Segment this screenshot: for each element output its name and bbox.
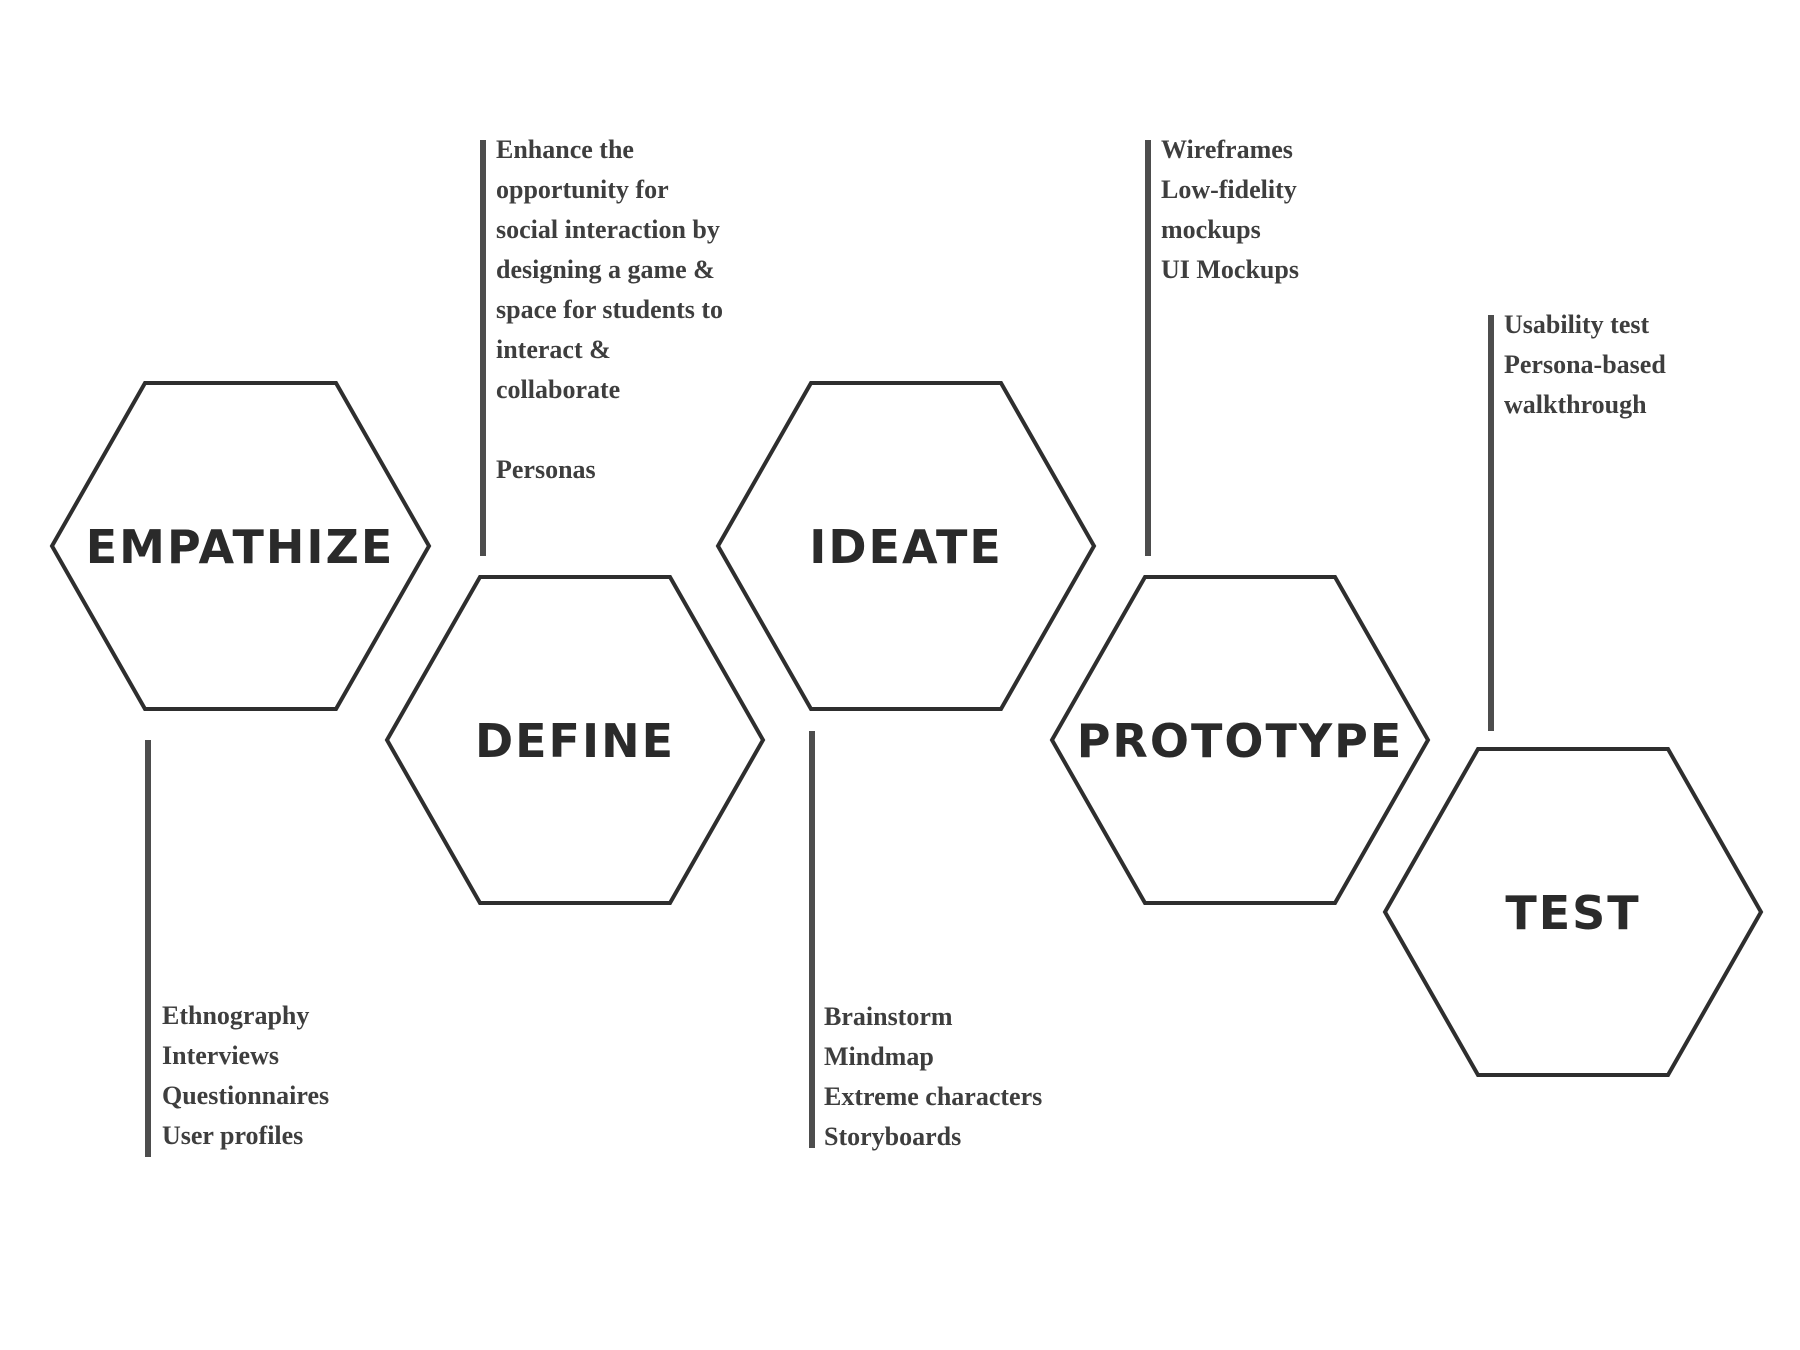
stage-define-notes: Enhance the opportunity for social inter…: [496, 135, 727, 484]
stage-define: DEFINE Enhance the opportunity for socia…: [384, 135, 766, 905]
stage-ideate-notes: Brainstorm Mindmap Extreme characters St…: [824, 1002, 1046, 1151]
note-line: Extreme characters: [824, 1082, 1042, 1111]
note-line: Interviews: [162, 1041, 279, 1070]
note-line: Questionnaires: [162, 1081, 329, 1110]
note-line: Enhance the: [496, 135, 634, 164]
stage-prototype-label: PROTOTYPE: [1077, 714, 1404, 768]
stage-ideate-label: IDEATE: [809, 520, 1003, 574]
stage-test: TEST Usability test Persona-based walkth…: [1382, 310, 1764, 1077]
note-line: space for students to: [496, 295, 723, 324]
note-line: Mindmap: [824, 1042, 934, 1071]
stage-define-hexagon: [384, 575, 766, 905]
stage-prototype-hexagon: [1049, 575, 1431, 905]
stage-prototype: PROTOTYPE Wireframes Low-fidelity mockup…: [1049, 135, 1431, 905]
note-line: Low-fidelity: [1161, 175, 1297, 204]
note-line: Usability test: [1504, 310, 1650, 339]
stage-test-label: TEST: [1505, 886, 1640, 940]
stage-test-notes: Usability test Persona-based walkthrough: [1504, 310, 1670, 419]
note-line: Wireframes: [1161, 135, 1293, 164]
stage-prototype-notes: Wireframes Low-fidelity mockups UI Mocku…: [1161, 135, 1301, 284]
note-line: designing a game &: [496, 255, 715, 284]
stage-ideate-hexagon: [715, 381, 1097, 711]
note-line: UI Mockups: [1161, 255, 1299, 284]
note-line: interact &: [496, 335, 611, 364]
note-line: Personas: [496, 455, 596, 484]
stage-empathize-notes: Ethnography Interviews Questionnaires Us…: [162, 1001, 333, 1150]
note-line: walkthrough: [1504, 390, 1647, 419]
stage-empathize-label: EMPATHIZE: [86, 520, 395, 574]
stage-define-label: DEFINE: [475, 714, 675, 768]
note-line: social interaction by: [496, 215, 720, 244]
note-line: Brainstorm: [824, 1002, 953, 1031]
stage-test-hexagon: [1382, 747, 1764, 1077]
note-line: Storyboards: [824, 1122, 961, 1151]
note-line: collaborate: [496, 375, 620, 404]
note-line: Ethnography: [162, 1001, 309, 1030]
note-line: mockups: [1161, 215, 1261, 244]
stage-ideate: IDEATE Brainstorm Mindmap Extreme charac…: [715, 381, 1097, 1151]
note-line: Persona-based: [1504, 350, 1666, 379]
stage-empathize-hexagon: [49, 381, 432, 711]
stage-empathize: EMPATHIZE Ethnography Interviews Questio…: [49, 381, 432, 1157]
note-line: opportunity for: [496, 175, 669, 204]
note-line: User profiles: [162, 1121, 303, 1150]
